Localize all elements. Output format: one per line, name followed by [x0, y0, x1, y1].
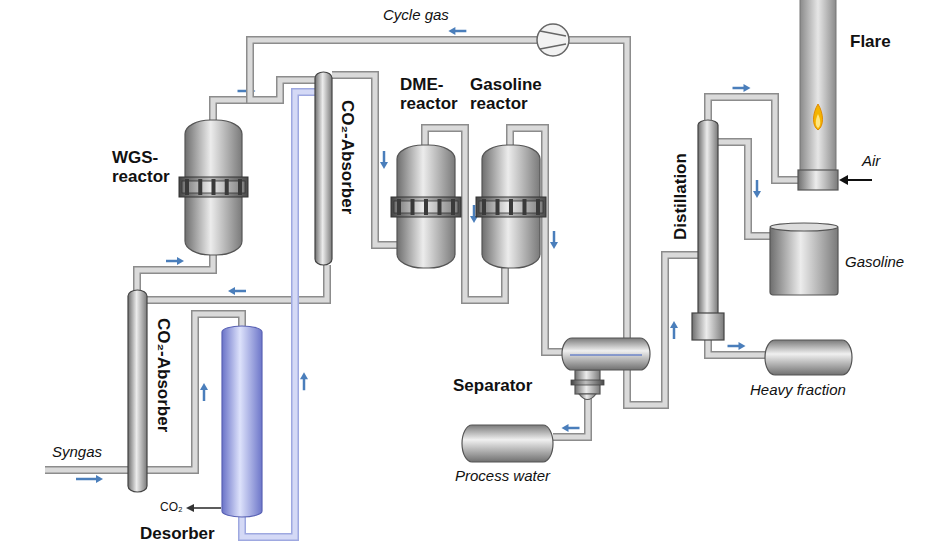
- pipe-bore: [332, 75, 397, 245]
- pipe-wall: [147, 265, 327, 300]
- stream-label: Syngas: [52, 443, 102, 460]
- wgs-reactor: WGS- reactor: [185, 120, 242, 255]
- stream-label: Cycle gas: [383, 6, 449, 23]
- flow-arrow-head: [739, 342, 746, 350]
- vessel-outline: [698, 120, 718, 340]
- process-pipe: [137, 255, 213, 290]
- vessel-outline: [185, 120, 242, 255]
- vessel-outline: [765, 340, 852, 375]
- flow-arrow-head: [670, 321, 678, 328]
- flow-arrow-head: [753, 191, 761, 198]
- vessel-outline: [482, 145, 540, 268]
- stream-label: Air: [862, 152, 880, 169]
- stream-label: CO₂: [160, 500, 183, 514]
- pipe-wall: [718, 142, 770, 236]
- compressor-symbol: [537, 24, 569, 56]
- flow-arrow-head: [562, 424, 569, 432]
- distillation-column: Distillation: [698, 120, 718, 340]
- vessel-outline: [798, 0, 838, 190]
- equipment-label: Heavy fraction: [750, 381, 846, 398]
- pipe-wall: [627, 255, 698, 405]
- pipe-bore: [147, 265, 327, 300]
- flow-arrow-head: [228, 287, 235, 295]
- flow-arrow-head: [380, 162, 388, 169]
- equipment-label: Gasoline: [845, 253, 904, 270]
- equipment-label: Flare: [850, 32, 891, 51]
- flow-arrow-head: [744, 84, 751, 92]
- equipment-label: Gasoline reactor: [470, 75, 554, 113]
- pipe-bore: [137, 255, 213, 290]
- air-inlet-arrow: [839, 175, 872, 185]
- equipment-label: CO₂-Absorber: [338, 100, 357, 214]
- dme-reactor: DME- reactor: [397, 145, 455, 268]
- vessel-outline: [128, 290, 147, 492]
- equipment-label: WGS- reactor: [112, 148, 178, 186]
- vessel-outline: [562, 338, 650, 370]
- desorber-column: Desorber: [222, 326, 262, 517]
- vessel-outline: [397, 145, 455, 268]
- process-pipe: [718, 142, 770, 236]
- process-pipe: [147, 265, 327, 300]
- equipment-label: CO₂-Absorber: [154, 318, 173, 432]
- process-pipe: [332, 75, 397, 245]
- vessel-outline: [315, 72, 332, 265]
- process-pipe: [708, 84, 798, 180]
- co2-absorber-column: CO₂-Absorber: [315, 72, 332, 265]
- pipe-bore: [708, 340, 765, 355]
- vessel-outline: [222, 326, 262, 517]
- equipment-label: Separator: [453, 376, 532, 395]
- separator-drum: Separator: [562, 338, 650, 370]
- pipe-wall: [137, 255, 213, 290]
- vessel-outline: [462, 425, 553, 462]
- equipment-label: Desorber: [140, 524, 215, 543]
- pipe-wall: [332, 75, 397, 245]
- equipment-label: Distillation: [671, 153, 690, 240]
- pipe-bore: [627, 255, 698, 405]
- syngas-pipe: [45, 470, 128, 483]
- co2-absorber-column: CO₂-Absorber: [128, 290, 147, 492]
- equipment-label: Process water: [455, 467, 550, 484]
- vessel-outline: [770, 222, 838, 295]
- heavy-fraction-drum: Heavy fraction: [765, 340, 852, 375]
- pipe-wall: [708, 340, 765, 355]
- flow-arrow-head: [200, 383, 208, 390]
- flow-arrow-head: [177, 257, 184, 265]
- pipe-wall: [250, 40, 627, 338]
- gasoline-tank: Gasoline: [770, 222, 838, 295]
- flare-stack: Flare: [798, 0, 838, 190]
- flow-arrow-head: [448, 27, 455, 35]
- equipment-label: DME- reactor: [400, 75, 466, 113]
- pipe-bore: [250, 40, 627, 338]
- process-pipe: [708, 340, 765, 355]
- co2-vent-arrow: [186, 504, 221, 512]
- pipe-bore: [718, 142, 770, 236]
- process-pipe: [627, 255, 698, 405]
- flow-arrow-head: [550, 242, 558, 249]
- process-water-drum: Process water: [462, 425, 553, 462]
- gasoline-reactor: Gasoline reactor: [482, 145, 540, 268]
- flow-arrow-head: [300, 372, 308, 379]
- process-pipe: [250, 27, 627, 338]
